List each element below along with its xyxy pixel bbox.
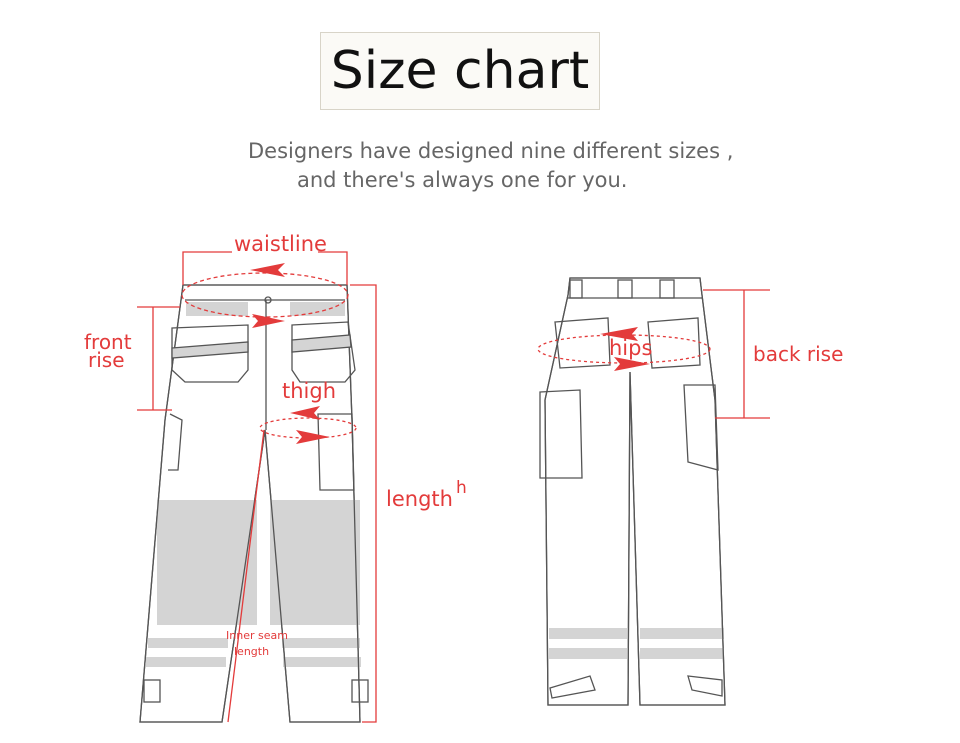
- arrow-icons: [250, 263, 650, 444]
- page-title: Size chart: [320, 32, 600, 110]
- back-rise-label: back rise: [753, 342, 844, 366]
- thigh-label: thigh: [282, 379, 337, 403]
- front-rise-label-1: front: [84, 330, 132, 354]
- inner-seam-label-2: length: [234, 645, 270, 658]
- length-label: length: [386, 487, 453, 511]
- arrow-left-icon: [250, 263, 285, 277]
- front-rise-label-2: rise: [88, 348, 125, 372]
- inner-seam-label-1: Inner seam: [226, 629, 288, 642]
- front-pants-drawing: [139, 284, 369, 723]
- back-pants-drawing: [539, 277, 726, 706]
- subtitle-line-2: and there's always one for you.: [297, 168, 628, 192]
- hips-label: hips: [609, 336, 653, 360]
- arrow-right-icon: [252, 314, 285, 328]
- arrow-left-icon: [600, 327, 638, 341]
- arrow-right-icon: [296, 430, 330, 444]
- subtitle-line-1: Designers have designed nine different s…: [248, 139, 734, 163]
- arrow-right-icon: [614, 357, 650, 371]
- arrow-left-icon: [290, 406, 320, 420]
- waistline-label: waistline: [234, 232, 327, 256]
- length-suffix-label: h: [456, 478, 467, 498]
